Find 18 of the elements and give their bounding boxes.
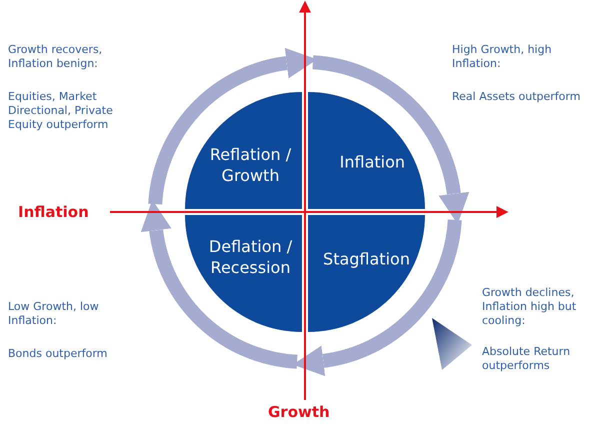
quadrant-title: Stagflation: [322, 248, 411, 270]
note-text: High Growth, high Inflation:: [452, 43, 553, 71]
note-text: Low Growth, low Inflation:: [8, 300, 100, 328]
quadrant-segment: [185, 92, 302, 209]
note-text: Growth declines, Inflation high but cooling:: [482, 286, 578, 328]
note-text: Absolute Return outperforms: [482, 345, 572, 373]
note-text: Real Assets outperform: [452, 90, 582, 104]
quadrant-title: Deflation / Recession: [208, 236, 294, 278]
note-text: Growth recovers, Inflation benign:: [8, 43, 104, 71]
note-text: Equities, Market Directional, Private Equity outperform: [8, 90, 114, 132]
quadrant-title: Inflation: [338, 152, 406, 173]
note-text: Bonds outperform: [8, 347, 108, 361]
quadrant-title: Reflation / Growth: [208, 144, 292, 186]
quadrant-segment: [308, 92, 425, 209]
axis-label: Inflation: [18, 203, 89, 221]
quadrant-segment: [185, 215, 302, 332]
quadrant-segment: [308, 215, 425, 332]
axis-label: Growth: [268, 403, 330, 421]
